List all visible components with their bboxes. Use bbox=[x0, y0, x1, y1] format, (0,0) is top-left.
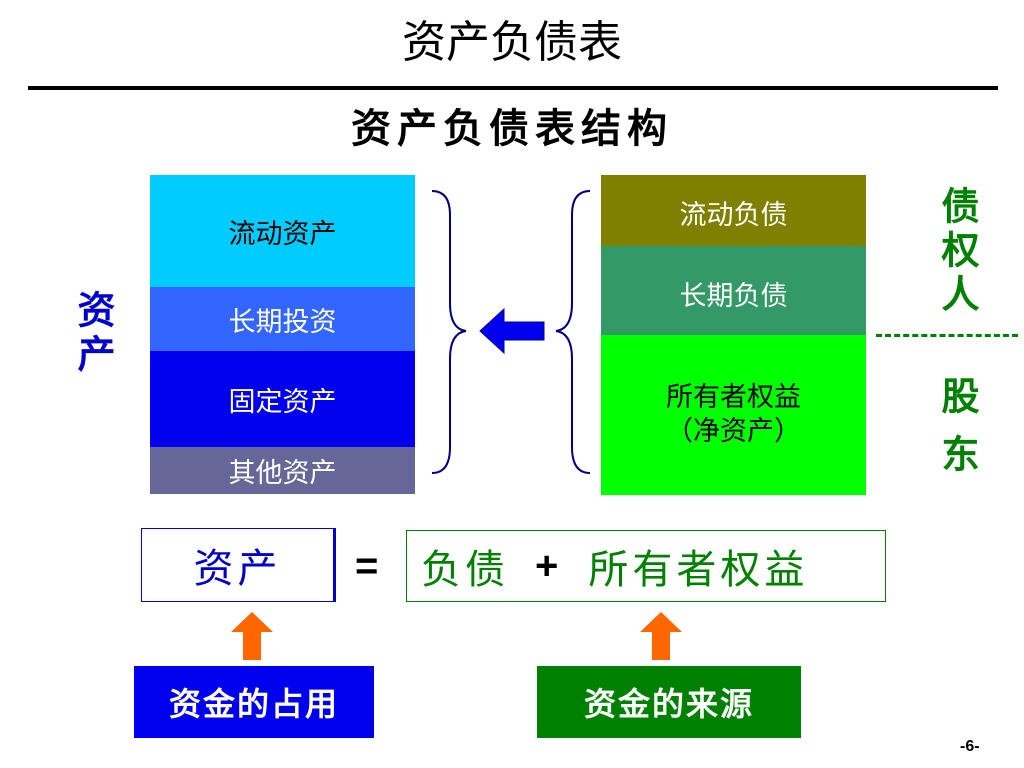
left-arrow-icon bbox=[479, 307, 545, 355]
equation-right-box: 负债 + 所有者权益 bbox=[406, 530, 886, 602]
owners-equity-label: 所有者权益 bbox=[666, 382, 801, 413]
left-brace-icon bbox=[555, 190, 591, 474]
creditor-shareholder-divider bbox=[876, 334, 1018, 337]
equation-assets-box: 资产 bbox=[141, 528, 336, 602]
title-divider bbox=[28, 86, 998, 90]
current-assets-box: 流动资产 bbox=[150, 175, 415, 287]
equation-equity-text: 所有者权益 bbox=[588, 547, 809, 593]
net-assets-label: （净资产） bbox=[666, 416, 801, 447]
creditors-side-label: 债权人 bbox=[935, 186, 980, 318]
fixed-assets-box: 固定资产 bbox=[150, 351, 415, 447]
equation-plus-sign: + bbox=[535, 543, 563, 588]
current-liabilities-box: 流动负债 bbox=[601, 175, 866, 246]
long-term-investment-box: 长期投资 bbox=[150, 287, 415, 351]
page-title: 资产负债表 bbox=[402, 17, 622, 68]
diagram-subtitle: 资产负债表结构 bbox=[351, 105, 673, 152]
page-number: -6- bbox=[960, 738, 980, 755]
source-of-funds-box: 资金的来源 bbox=[537, 666, 801, 738]
equals-sign: = bbox=[355, 544, 379, 588]
other-assets-box: 其他资产 bbox=[150, 447, 415, 494]
assets-side-label: 资产 bbox=[71, 290, 116, 378]
long-term-liabilities-box: 长期负债 bbox=[601, 246, 866, 335]
up-arrow-icon bbox=[231, 612, 273, 660]
owners-equity-box: 所有者权益 （净资产） bbox=[601, 335, 866, 495]
equation-assets-text: 资产 bbox=[193, 546, 282, 592]
equation-liabilities-text: 负债 bbox=[421, 547, 509, 593]
right-brace-icon bbox=[431, 190, 467, 474]
connector-graphic bbox=[431, 190, 591, 474]
up-arrow-icon bbox=[640, 612, 682, 660]
shareholders-side-label: 股东 bbox=[935, 376, 980, 492]
use-of-funds-box: 资金的占用 bbox=[134, 666, 374, 738]
